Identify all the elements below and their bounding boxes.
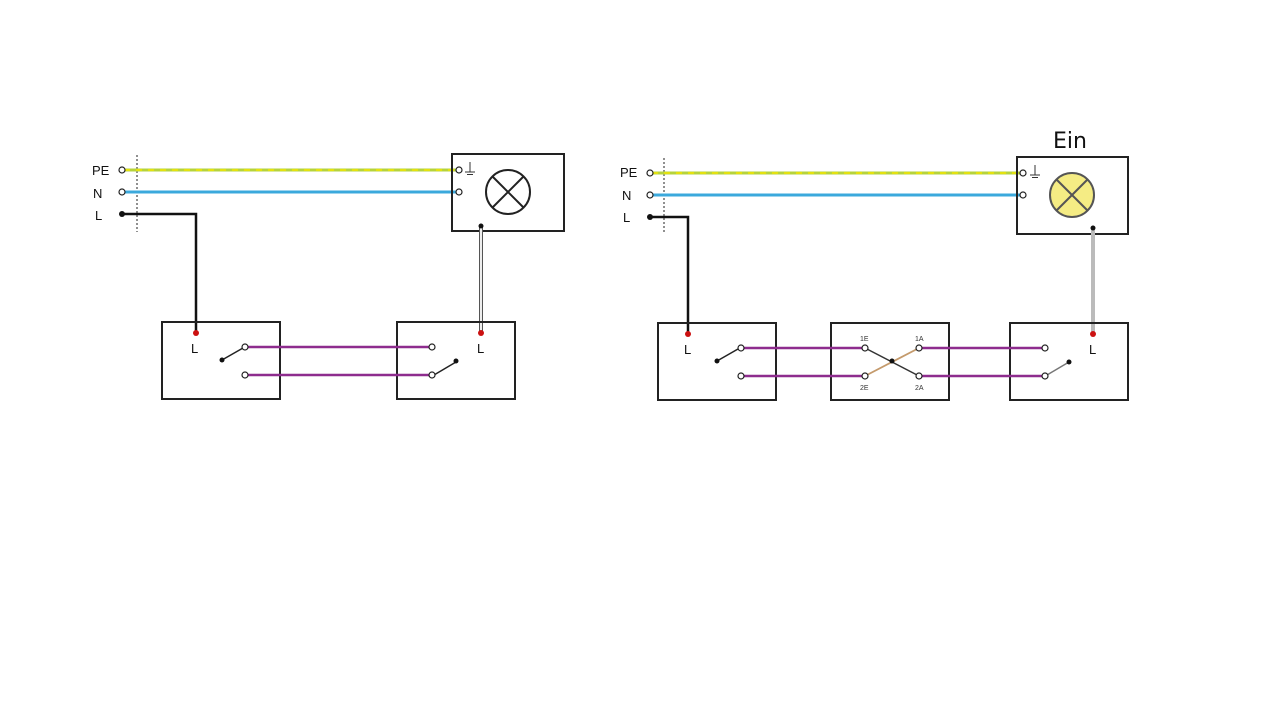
- terminal-2a-label: 2A: [915, 385, 924, 392]
- lamp-pe-terminal: [455, 166, 463, 174]
- switch-3-box: [1009, 322, 1129, 401]
- ground-icon: [1030, 165, 1040, 178]
- switch-2-terminal-b: [428, 371, 436, 379]
- switch-2-terminal-a: [428, 343, 436, 351]
- switch-2-l-label: L: [477, 341, 484, 356]
- lamp-l-terminal: [1090, 225, 1096, 231]
- terminal-2e-label: 2E: [860, 385, 869, 392]
- right-diagram: Ein PE N L L: [620, 129, 1129, 401]
- switch-1-terminal-b: [737, 372, 745, 380]
- switch-1-pivot: [219, 357, 225, 363]
- intermediate-terminal-1a: [915, 344, 923, 352]
- intermediate-terminal-1e: [861, 344, 869, 352]
- switch-1-terminal-a: [737, 344, 745, 352]
- intermediate-terminal-2a: [915, 372, 923, 380]
- switch-3-contact: [1046, 361, 1070, 376]
- switch-1-terminal-a: [241, 343, 249, 351]
- switch-1-l-terminal: [193, 330, 199, 336]
- left-diagram: PE N L L: [92, 153, 565, 400]
- intermediate-switch-box: [830, 322, 950, 401]
- live-wire: [650, 215, 690, 333]
- lamp-n-terminal: [455, 188, 463, 196]
- l-label: L: [95, 208, 102, 223]
- live-wire: [122, 212, 198, 332]
- switch-1-terminal-b: [241, 371, 249, 379]
- switch-3-terminal-a: [1041, 344, 1049, 352]
- switch-1-l-label: L: [191, 341, 198, 356]
- switch-3-l-label: L: [1089, 342, 1096, 357]
- lamp-n-terminal: [1019, 191, 1027, 199]
- lamp-on-icon: [1049, 172, 1095, 218]
- switch-1-contact: [221, 347, 244, 361]
- n-terminal: [118, 188, 126, 196]
- l-terminal: [119, 211, 125, 217]
- n-label: N: [93, 186, 102, 201]
- switch-2-l-terminal: [478, 330, 484, 336]
- pe-terminal: [118, 166, 126, 174]
- terminal-1a-label: 1A: [915, 336, 924, 343]
- switch-1-l-terminal: [685, 331, 691, 337]
- switch-3-terminal-b: [1041, 372, 1049, 380]
- lamp-box: [451, 153, 565, 232]
- ground-icon: [465, 162, 475, 175]
- switch-2-box: [396, 321, 516, 400]
- lamp-off-icon: [485, 169, 531, 215]
- switch-1-pivot: [714, 358, 720, 364]
- switch-2-pivot: [453, 358, 459, 364]
- switch-1-l-label: L: [684, 342, 691, 357]
- switch-3-l-terminal: [1090, 331, 1096, 337]
- switch-3-pivot: [1066, 359, 1072, 365]
- switch-1-box: [161, 321, 281, 400]
- switch-2-contact: [433, 361, 457, 376]
- n-terminal: [646, 191, 654, 199]
- pe-label: PE: [620, 165, 638, 180]
- pe-label: PE: [92, 163, 110, 178]
- l-terminal: [647, 214, 653, 220]
- terminal-1e-label: 1E: [860, 336, 869, 343]
- l-label: L: [623, 210, 630, 225]
- switch-1-contact: [716, 348, 739, 362]
- switch-1-box: [657, 322, 777, 401]
- lamp-pe-terminal: [1019, 169, 1027, 177]
- state-title: Ein: [1053, 129, 1087, 154]
- lamp-box: [1016, 156, 1129, 235]
- n-label: N: [622, 188, 631, 203]
- lamp-l-terminal: [478, 223, 484, 229]
- pe-terminal: [646, 169, 654, 177]
- cross-pivot: [889, 358, 895, 364]
- intermediate-terminal-2e: [861, 372, 869, 380]
